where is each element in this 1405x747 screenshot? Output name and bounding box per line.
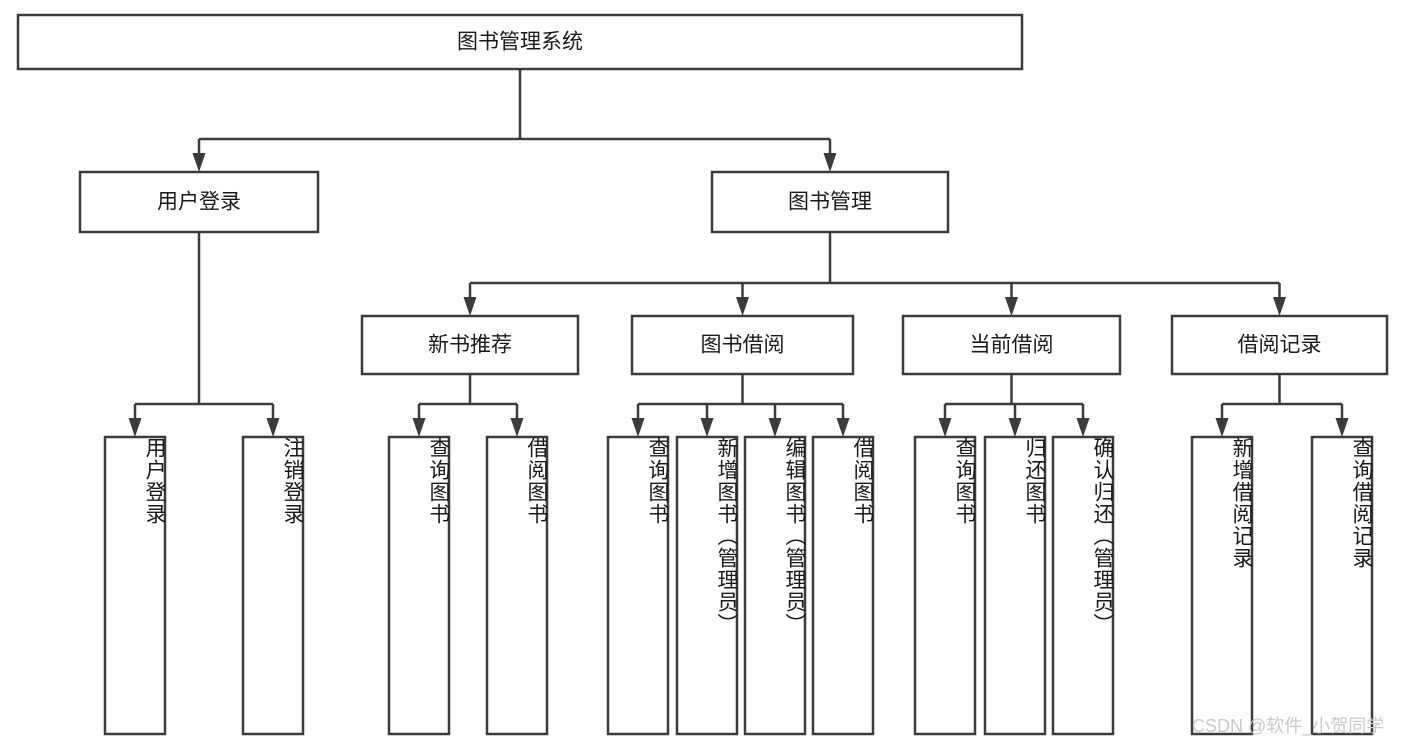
arrow-head-icon xyxy=(1005,297,1018,316)
node-box-user-login[interactable] xyxy=(78,170,320,234)
node-label-leaf-query-record: 查询借阅记录 xyxy=(1350,437,1373,569)
node-box-new-book-rec[interactable] xyxy=(360,314,580,376)
node-box-leaf-query-record[interactable] xyxy=(1310,435,1374,736)
node-box-leaf-add-book[interactable] xyxy=(675,435,739,736)
arrow-head-icon xyxy=(1008,418,1022,437)
node-label-book-manage: 图书管理 xyxy=(788,191,872,214)
node-label-leaf-user-login: 用户登录 xyxy=(143,437,166,525)
arrow-head-icon xyxy=(1215,418,1229,437)
node-box-leaf-confirm-return[interactable] xyxy=(1051,435,1115,736)
node-label-leaf-borrow-book-1: 借阅图书 xyxy=(525,437,548,525)
node-label-user-login: 用户登录 xyxy=(157,191,241,214)
arrow-head-icon xyxy=(192,153,206,172)
node-label-leaf-logout: 注销登录 xyxy=(281,437,304,525)
node-label-book-borrow: 图书借阅 xyxy=(701,334,785,357)
node-box-leaf-query-book-1[interactable] xyxy=(387,435,451,736)
node-box-book-borrow[interactable] xyxy=(630,314,855,376)
node-label-leaf-confirm-return: 确认归还（管理员） xyxy=(1091,437,1114,635)
arrow-head-icon xyxy=(510,418,524,437)
node-label-leaf-add-record: 新增借阅记录 xyxy=(1230,437,1253,569)
node-box-leaf-add-record[interactable] xyxy=(1190,435,1254,736)
arrow-head-icon xyxy=(1335,418,1349,437)
node-label-borrow-record: 借阅记录 xyxy=(1238,334,1322,357)
arrow-head-icon xyxy=(463,297,477,316)
connector-layer xyxy=(128,69,1349,437)
csdn-watermark: CSDN @软件_小贺同学 xyxy=(1192,716,1385,736)
arrow-head-icon xyxy=(1076,418,1090,437)
node-label-new-book-rec: 新书推荐 xyxy=(428,334,512,357)
node-box-root[interactable] xyxy=(16,13,1024,71)
arrow-head-icon xyxy=(266,418,280,437)
node-box-book-manage[interactable] xyxy=(710,170,950,234)
node-box-leaf-user-login[interactable] xyxy=(103,435,167,736)
node-label-leaf-edit-book: 编辑图书（管理员） xyxy=(783,437,806,635)
node-label-root: 图书管理系统 xyxy=(457,31,583,54)
node-box-leaf-logout[interactable] xyxy=(241,435,305,736)
node-box-leaf-borrow-book-1[interactable] xyxy=(485,435,549,736)
arrow-head-icon xyxy=(1273,297,1286,316)
node-label-current-borrow: 当前借阅 xyxy=(970,334,1054,357)
arrow-head-icon xyxy=(736,297,749,316)
arrow-head-icon xyxy=(768,418,782,437)
arrow-head-icon xyxy=(836,418,850,437)
arrow-head-icon xyxy=(938,418,952,437)
arrow-head-icon xyxy=(823,153,837,172)
node-label-leaf-borrow-book-2: 借阅图书 xyxy=(851,437,874,525)
node-box-leaf-query-book-2[interactable] xyxy=(606,435,670,736)
node-label-leaf-query-book-1: 查询图书 xyxy=(427,437,450,525)
box-layer xyxy=(16,13,1389,736)
arrow-head-icon xyxy=(412,418,426,437)
node-box-leaf-query-book-3[interactable] xyxy=(913,435,977,736)
node-box-leaf-borrow-book-2[interactable] xyxy=(811,435,875,736)
node-box-borrow-record[interactable] xyxy=(1170,314,1389,376)
node-box-leaf-return-book[interactable] xyxy=(983,435,1047,736)
node-label-leaf-query-book-3: 查询图书 xyxy=(953,437,976,525)
node-label-leaf-add-book: 新增图书（管理员） xyxy=(715,437,738,635)
arrow-head-icon xyxy=(700,418,714,437)
arrow-head-icon xyxy=(128,418,142,437)
node-box-current-borrow[interactable] xyxy=(901,314,1122,376)
node-label-leaf-query-book-2: 查询图书 xyxy=(646,437,669,525)
node-label-leaf-return-book: 归还图书 xyxy=(1023,437,1046,525)
node-box-leaf-edit-book[interactable] xyxy=(743,435,807,736)
arrow-head-icon xyxy=(631,418,645,437)
